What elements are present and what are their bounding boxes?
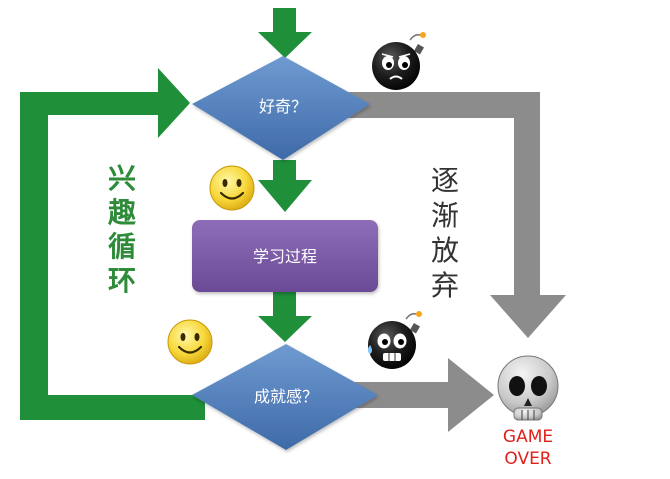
achievement-decision: 成就感？ bbox=[192, 344, 378, 450]
curious-label: 好奇？ bbox=[259, 97, 307, 116]
curious-to-learning-arrow bbox=[258, 160, 312, 212]
smiley-face-icon bbox=[167, 319, 213, 365]
learning-label: 学习过程 bbox=[253, 247, 317, 266]
sad-bomb-icon bbox=[372, 32, 426, 90]
interest-loop-char-1: 兴 bbox=[108, 162, 136, 195]
interest-loop-char-2: 趣 bbox=[108, 196, 136, 229]
give-up-path-bottom bbox=[350, 358, 494, 432]
interest-loop-label: 兴 趣 循 环 bbox=[108, 162, 136, 297]
achievement-label: 成就感？ bbox=[254, 387, 318, 406]
game-over-line-2: OVER bbox=[504, 449, 551, 469]
game-over-label: GAME OVER bbox=[503, 427, 553, 469]
give-up-path-top bbox=[338, 92, 566, 338]
learning-to-achievement-arrow bbox=[258, 292, 312, 342]
give-up-char-3: 放 bbox=[431, 234, 459, 267]
learning-process: 学习过程 bbox=[192, 220, 378, 292]
give-up-char-1: 逐 bbox=[431, 164, 459, 197]
curious-decision: 好奇？ bbox=[192, 56, 370, 160]
interest-loop-arrow bbox=[20, 68, 205, 420]
smiley-face-icon bbox=[209, 165, 255, 211]
give-up-label: 逐 渐 放 弃 bbox=[431, 164, 459, 302]
give-up-char-4: 弃 bbox=[431, 269, 459, 302]
skull-icon bbox=[497, 355, 559, 421]
interest-loop-char-3: 循 bbox=[108, 230, 136, 263]
entry-arrow bbox=[258, 8, 312, 58]
sweating-bomb-icon bbox=[368, 311, 422, 369]
give-up-char-2: 渐 bbox=[431, 199, 459, 232]
interest-loop-char-4: 环 bbox=[108, 264, 136, 297]
game-over-line-1: GAME bbox=[503, 427, 553, 447]
